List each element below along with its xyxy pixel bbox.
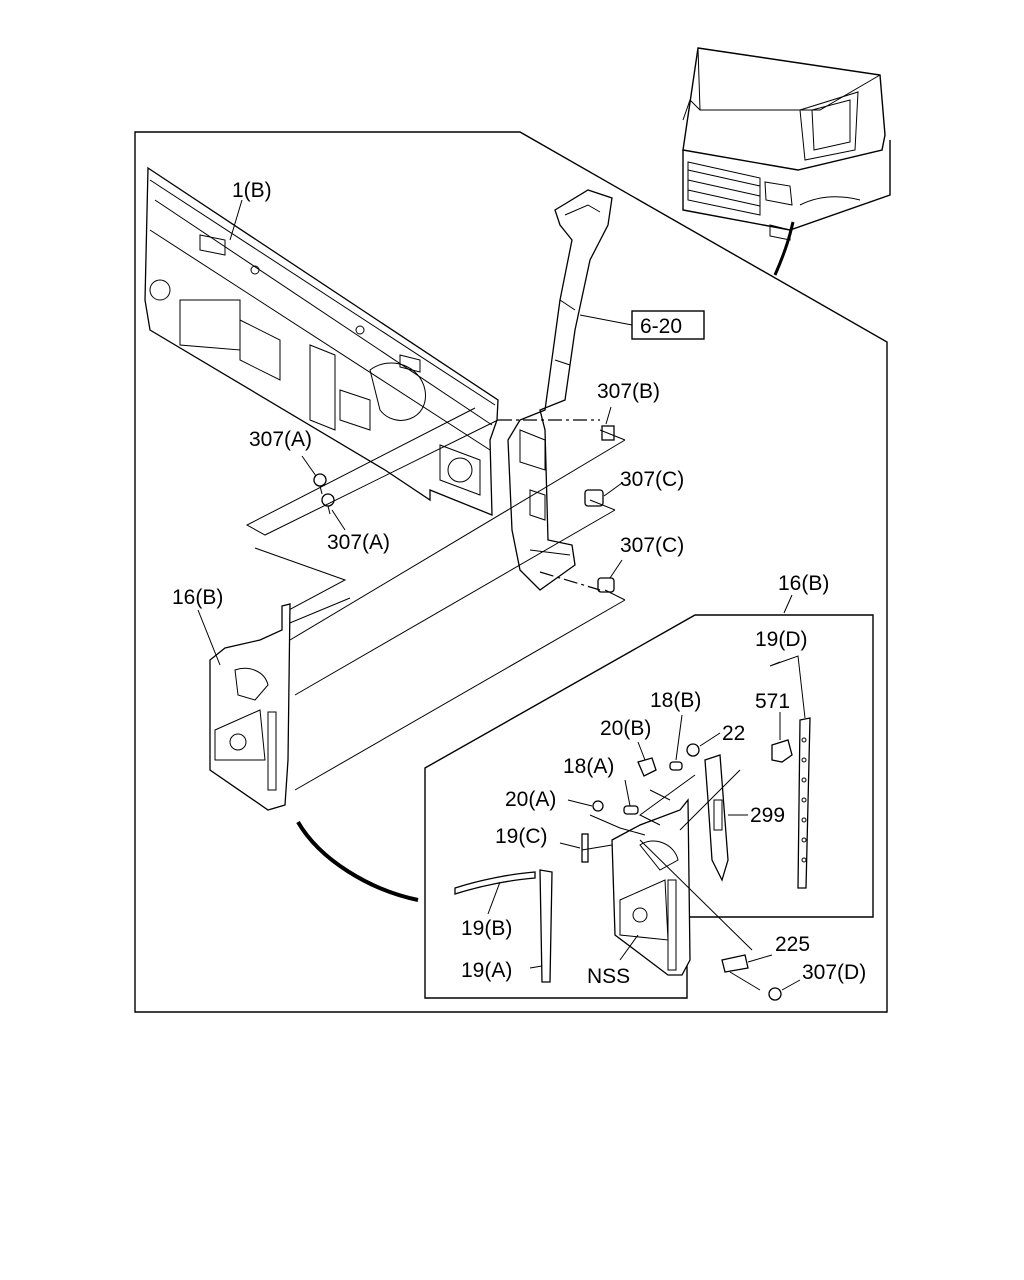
label-6-20: 6-20 <box>640 315 682 338</box>
label-307b: 307(B) <box>597 380 660 403</box>
clip-20a <box>592 800 604 812</box>
detail-callout-arc <box>296 820 419 902</box>
strip-19b <box>454 871 536 895</box>
strip-19c <box>581 833 589 863</box>
label-22: 22 <box>722 722 745 745</box>
assembly-lines <box>245 407 626 791</box>
clip-18a <box>623 805 639 815</box>
label-18b: 18(B) <box>650 689 701 712</box>
grommet-22 <box>686 743 700 757</box>
label-20a: 20(A) <box>505 788 556 811</box>
clip-20b <box>637 757 657 777</box>
clip-18b <box>669 761 683 771</box>
label-19b: 19(B) <box>461 917 512 940</box>
label-16b-right: 16(B) <box>778 572 829 595</box>
label-307c-bottom: 307(C) <box>620 534 684 557</box>
trim-panel-left <box>209 603 291 811</box>
clip-307c-top <box>584 489 604 507</box>
label-19c: 19(C) <box>495 825 548 848</box>
strip-19d <box>797 717 811 889</box>
trim-panel-detail <box>611 798 691 976</box>
leader-6-20 <box>579 314 633 326</box>
label-19d: 19(D) <box>755 628 808 651</box>
ref-box-6-20 <box>631 310 705 340</box>
dashboard-panel <box>144 166 499 516</box>
pillar-assembly <box>507 189 613 591</box>
leader-1b <box>229 199 243 241</box>
label-307a-top: 307(A) <box>249 428 312 451</box>
detail-frame <box>424 614 874 999</box>
detail-leaders <box>487 655 806 991</box>
connector-571 <box>771 739 793 763</box>
truck-cab-illustration <box>682 47 891 276</box>
strip-19a <box>539 869 553 983</box>
label-19a: 19(A) <box>461 959 512 982</box>
label-307c-top: 307(C) <box>620 468 684 491</box>
bracket-299 <box>704 754 729 882</box>
screw-307d <box>768 987 782 1001</box>
label-225: 225 <box>775 933 810 956</box>
label-571: 571 <box>755 690 790 713</box>
label-307a-bottom: 307(A) <box>327 531 390 554</box>
label-20b: 20(B) <box>600 717 651 740</box>
clip-307c-bottom <box>597 577 615 593</box>
screw-307a-bottom <box>321 493 335 515</box>
screw-307a-top <box>313 473 327 495</box>
leader-16b-left <box>197 609 221 666</box>
main-frame <box>134 131 888 1013</box>
label-1b: 1(B) <box>232 179 272 202</box>
label-307d: 307(D) <box>802 961 866 984</box>
label-299: 299 <box>750 804 785 827</box>
label-18a: 18(A) <box>563 755 614 778</box>
label-nss: NSS <box>587 965 630 988</box>
label-16b-left: 16(B) <box>172 586 223 609</box>
leader-16b-right <box>783 594 793 614</box>
cover-225 <box>721 954 749 973</box>
